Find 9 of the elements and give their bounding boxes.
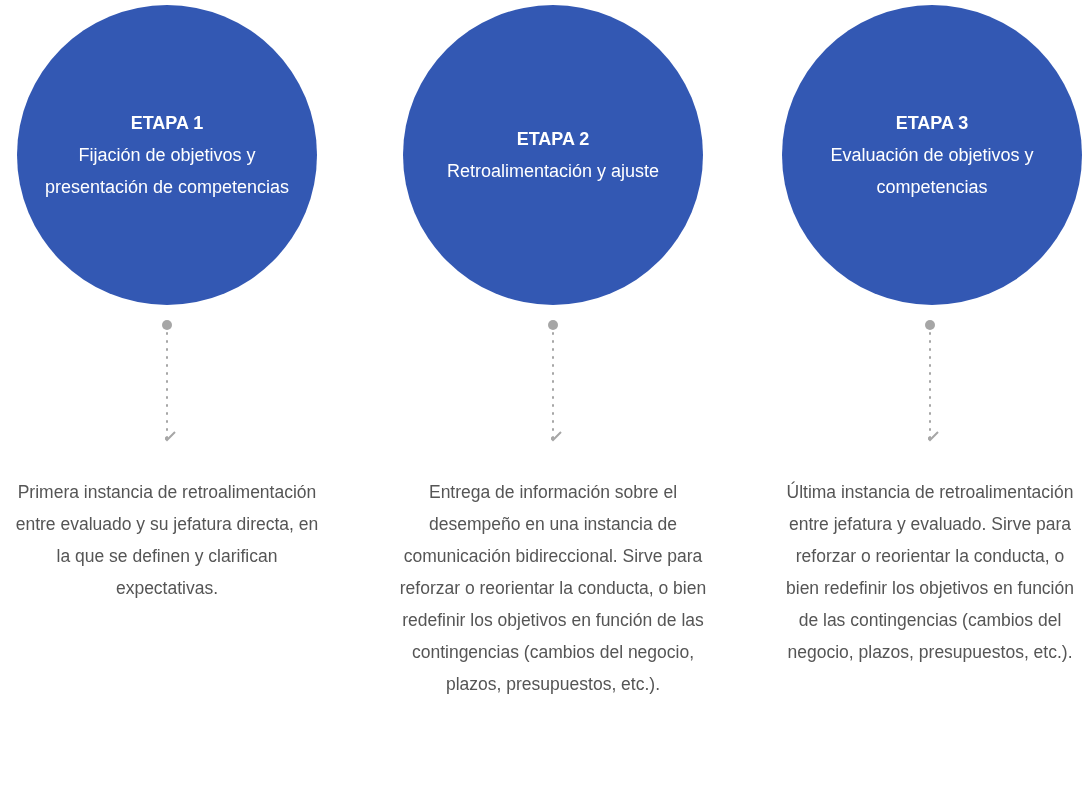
stage-heading: ETAPA 2 <box>516 128 590 151</box>
description-text: Última instancia de retroalimentación entre jefatura y evaluado. Sirve para reforzar o reorientar la conducta, o bien redefinir los objetivos en función de las contingencias (cambios del negocio, plazos, presupuestos, etc.). <box>780 476 1080 668</box>
stage-heading: ETAPA 1 <box>130 112 204 135</box>
stage-title: Evaluación de objetivos y competencias <box>829 144 1035 199</box>
stage-heading: ETAPA 3 <box>895 112 969 135</box>
description-text: Entrega de información sobre el desempeño en una instancia de comunicación bidireccional. Sirve para reforzar o reorientar la conducta, o bien redefinir los objetivos en función de las contingencias (cambios del negocio, plazos, presupuestos, etc.). <box>398 476 708 700</box>
stage-title: Retroalimentación y ajuste <box>446 160 660 183</box>
description-text: Primera instancia de retroalimentación entre evaluado y su jefatura directa, en la que se definen y clarifican expectativas. <box>12 476 322 604</box>
stage-title: Fijación de objetivos y presentación de competencias <box>43 144 291 199</box>
